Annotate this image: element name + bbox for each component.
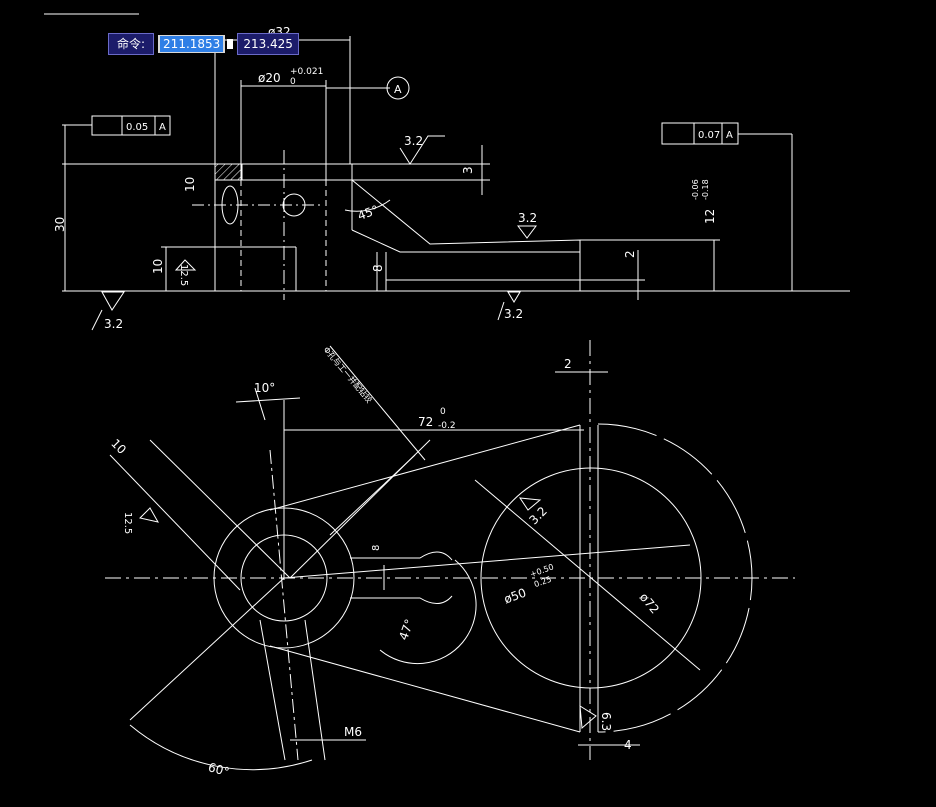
rough-right-top-view: 3.2	[527, 504, 550, 527]
dim-dia-72: ø72	[637, 590, 662, 616]
dim-30: 30	[53, 217, 67, 232]
rough-top: 3.2	[404, 134, 423, 148]
dim-10-bottom: 10	[151, 259, 165, 274]
rough-bottom-left: 3.2	[104, 317, 123, 331]
dim-dia-20-tol-upper: +0.021	[290, 67, 323, 77]
hatched-section	[214, 163, 243, 181]
rough-left-top-view: 12.5	[122, 512, 133, 534]
dim-12: 12	[703, 209, 717, 224]
dim-dia-20-tol-lower: 0	[290, 77, 296, 87]
dim-2-front: 2	[623, 250, 637, 258]
x-coordinate-value[interactable]: 211.1853	[160, 36, 224, 52]
rough-bottom-mid: 3.2	[504, 307, 523, 321]
dim-72: 72	[418, 415, 433, 429]
dim-dia-50: ø50	[502, 586, 528, 607]
dim-4: 4	[624, 738, 632, 752]
rough-bottom-top-view: 6.3	[599, 712, 613, 731]
dim-12-tol-upper: -0.06	[691, 179, 700, 200]
angle-45: 45°	[356, 203, 381, 223]
dim-72-tol-upper: 0	[440, 407, 446, 417]
dim-2-top-view: 2	[564, 357, 572, 371]
rough-bore: 12.5	[178, 264, 189, 286]
perp-left-tolerance: 0.05	[126, 122, 148, 133]
input-cursor	[227, 39, 234, 49]
angle-60: 60°	[207, 760, 231, 779]
datum-label-a: A	[394, 83, 402, 96]
y-coordinate-input[interactable]: 213.425	[237, 33, 299, 55]
dim-8-top-view: 8	[371, 545, 382, 551]
angle-47: 47°	[396, 617, 416, 642]
command-prompt-label: 命令:	[108, 33, 155, 55]
perp-right-tolerance: 0.07	[698, 130, 720, 141]
dim-dia-20: ø20	[258, 71, 281, 85]
dim-3: 3	[461, 166, 475, 174]
dynamic-input-bar[interactable]: 命令: 211.1853 213.425	[108, 33, 299, 55]
angle-10: 10°	[254, 381, 275, 395]
thread-m6: M6	[344, 725, 362, 739]
top-view	[105, 340, 795, 771]
dim-8-front: 8	[371, 264, 385, 272]
front-view	[44, 13, 850, 331]
perp-left-datum: A	[159, 122, 166, 133]
dim-10-top: 10	[183, 177, 197, 192]
dim-72-tol-lower: -0.2	[438, 421, 456, 431]
dim-10-top-view: 10	[108, 436, 129, 457]
rough-mid: 3.2	[518, 211, 537, 225]
dim-12-tol-lower: -0.18	[701, 179, 710, 200]
perp-right-datum: A	[726, 130, 733, 141]
drill-note: Φ孔与工一并配钻铰	[322, 345, 375, 405]
x-coordinate-input[interactable]: 211.1853	[158, 35, 226, 53]
